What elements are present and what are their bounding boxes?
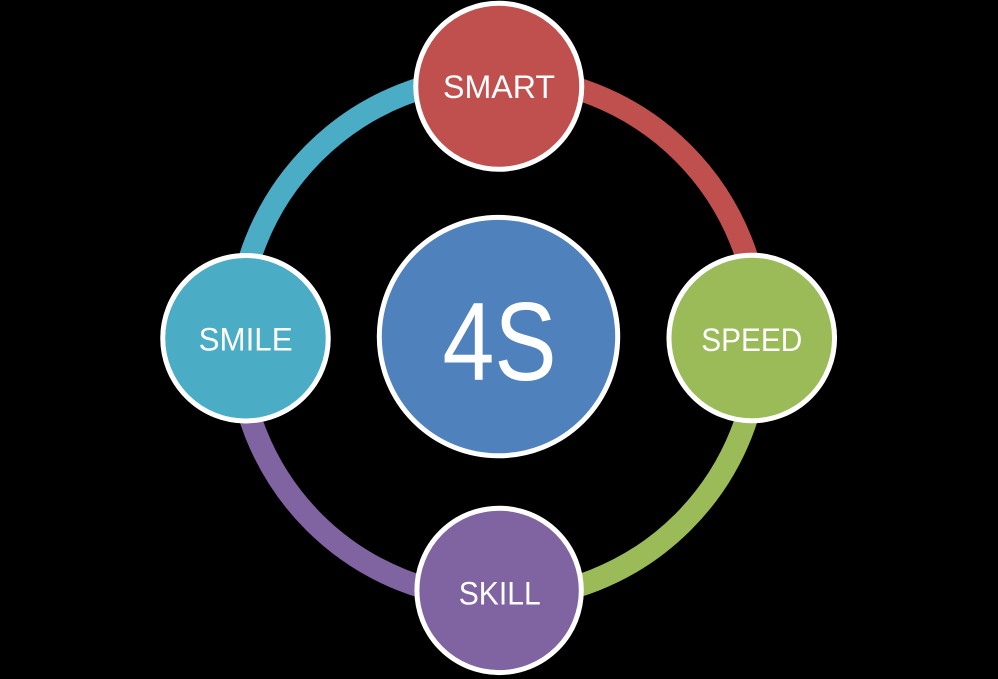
svg-text:SPEED: SPEED — [701, 322, 802, 358]
svg-text:SMILE: SMILE — [199, 322, 293, 358]
svg-text:SKILL: SKILL — [459, 576, 541, 612]
svg-text:SMART: SMART — [443, 69, 555, 105]
svg-text:4S: 4S — [443, 279, 557, 404]
